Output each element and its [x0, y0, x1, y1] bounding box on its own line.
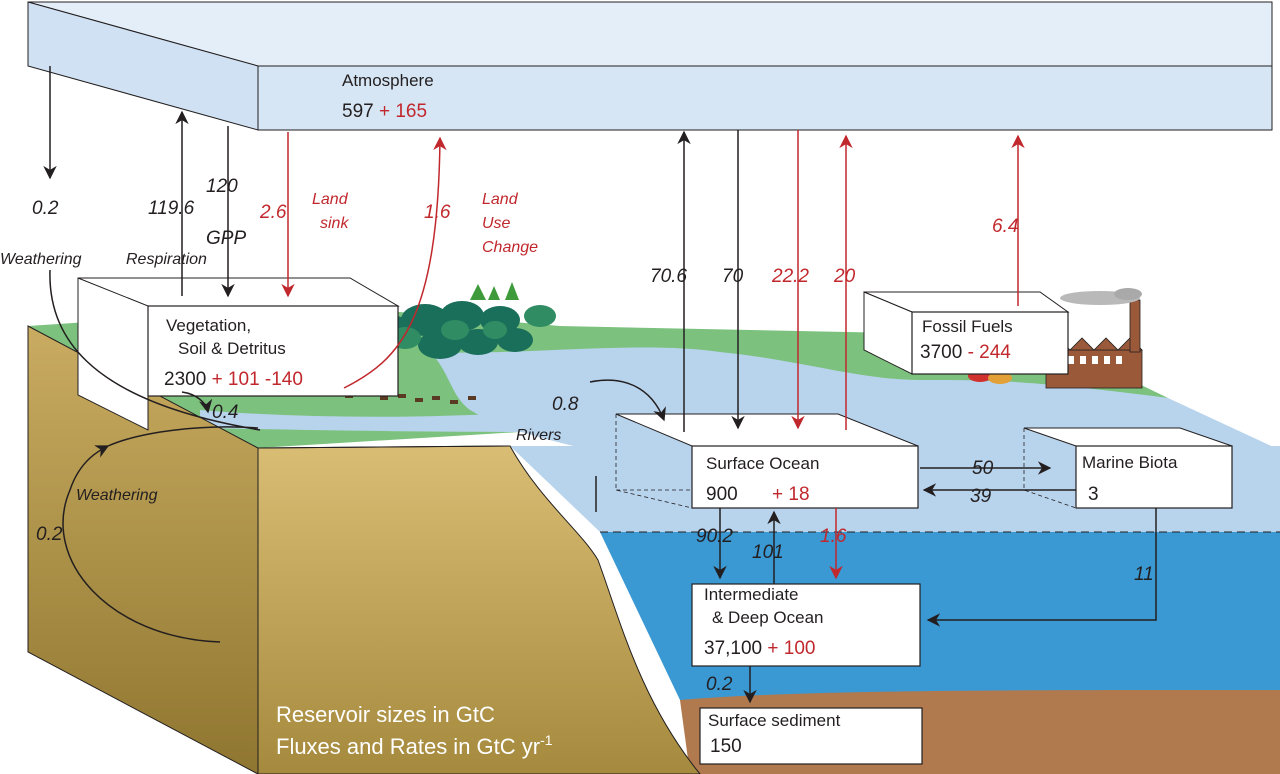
note-land-sink-1: Land — [312, 191, 349, 208]
deep-ocean-label-2: & Deep Ocean — [712, 608, 824, 627]
legend-line-1: Reservoir sizes in GtC — [276, 702, 495, 727]
land-use-arrow — [343, 136, 447, 389]
flux-from-biota: 39 — [970, 486, 992, 507]
sediment-label: Surface sediment — [708, 711, 841, 730]
vegetation-change: + 101 -140 — [212, 369, 303, 390]
legend-line-2-sup: -1 — [540, 732, 553, 748]
note-luc-2: Use — [482, 215, 511, 232]
soil-block — [27, 325, 701, 774]
sediment-box — [699, 707, 923, 765]
legend-line-2: Fluxes and Rates in GtC yr-1 — [276, 732, 553, 759]
note-land-sink-2: sink — [320, 215, 349, 232]
flux-to-deep-red: 1.6 — [820, 526, 847, 547]
flux-ocean-up-red: 20 — [833, 266, 856, 287]
note-luc-3: Change — [482, 239, 538, 256]
flux-from-deep: 101 — [752, 542, 784, 563]
veg-river-arrow — [181, 391, 213, 414]
note-rivers: Rivers — [516, 427, 561, 444]
flux-to-deep: 90.2 — [696, 526, 733, 547]
flux-to-sediment: 0.2 — [706, 674, 733, 695]
fossil-box — [863, 291, 1070, 375]
flux-rivers: 0.8 — [552, 394, 579, 415]
flux-ocean-up: 70.6 — [650, 266, 687, 287]
deep-ocean-label-1: Intermediate — [704, 585, 799, 604]
flux-to-biota: 50 — [972, 458, 994, 479]
sediment-value: 150 — [710, 736, 742, 757]
deep-ocean-change: + 100 — [767, 638, 815, 659]
note-gpp: GPP — [206, 228, 246, 249]
flux-ocean-down: 70 — [722, 266, 744, 287]
weathering-path — [49, 269, 261, 431]
fossil-change: - 244 — [968, 342, 1012, 363]
flux-arrows — [43, 66, 1157, 704]
rock-weathering-arrow — [62, 445, 221, 643]
flux-gpp: 120 — [206, 176, 238, 197]
biota-to-deep-arrow — [926, 508, 1157, 627]
atmosphere-value: 597 — [342, 101, 374, 122]
fossil-values: 3700 - 244 — [920, 342, 1011, 363]
flux-respiration: 119.6 — [148, 198, 195, 219]
surface-ocean-value: 900 — [706, 484, 738, 505]
marine-biota-value: 3 — [1088, 484, 1099, 505]
flux-biota-to-deep: 11 — [1134, 564, 1154, 585]
legend-line-2-main: Fluxes and Rates in GtC yr — [276, 734, 540, 759]
note-weathering-rock: Weathering — [76, 487, 158, 504]
deep-ocean-values: 37,100 + 100 — [704, 638, 815, 659]
flux-land-use-change: 1.6 — [424, 202, 451, 223]
vegetation-value: 2300 — [164, 369, 206, 390]
vegetation-label-1: Vegetation, — [166, 316, 251, 335]
flux-weathering-down: 0.2 — [32, 198, 59, 219]
flux-weathering-rock: 0.2 — [36, 524, 63, 545]
flux-land-sink: 2.6 — [259, 202, 287, 223]
flux-fossil-emission: 6.4 — [992, 216, 1018, 237]
surface-ocean-label: Surface Ocean — [706, 454, 819, 473]
deep-ocean-value: 37,100 — [704, 638, 762, 659]
rock-weathering-path — [107, 426, 259, 447]
vegetation-values: 2300 + 101 -140 — [164, 369, 303, 390]
fossil-value: 3700 — [920, 342, 962, 363]
flux-ocean-down-red: 22.2 — [771, 266, 809, 287]
atmosphere-change: + 165 — [379, 101, 427, 122]
atmosphere-label: Atmosphere — [342, 71, 434, 90]
flux-rivers-veg: 0.4 — [212, 402, 238, 423]
deep-ocean-box — [691, 583, 921, 667]
note-luc-1: Land — [482, 191, 519, 208]
note-weathering-top: Weathering — [0, 251, 82, 268]
marine-biota-box — [1023, 427, 1233, 509]
atmosphere-slab — [27, 1, 1273, 131]
river-arrow — [589, 379, 666, 422]
surface-ocean-change: + 18 — [772, 484, 810, 505]
vegetation-label-2: Soil & Detritus — [178, 339, 286, 358]
atmosphere-values: 597 + 165 — [342, 101, 427, 122]
surface-ocean-box — [615, 413, 919, 509]
marine-biota-label: Marine Biota — [1082, 453, 1178, 472]
note-respiration: Respiration — [126, 251, 207, 268]
fossil-label: Fossil Fuels — [922, 317, 1013, 336]
